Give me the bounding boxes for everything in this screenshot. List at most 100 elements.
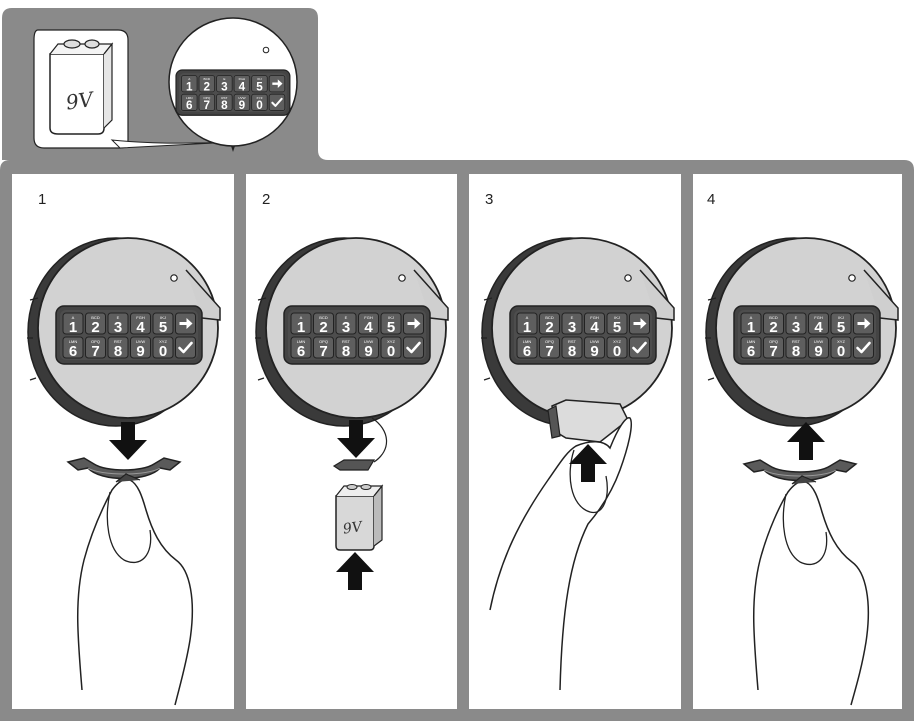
keypad-key-3[interactable]: E3 — [786, 313, 806, 336]
keypad-key-number: 7 — [545, 343, 553, 360]
confirm-key[interactable] — [854, 337, 874, 358]
keypad-key-number: 9 — [136, 343, 144, 360]
step-number-4: 4 — [707, 191, 715, 208]
keypad-key-number: 0 — [613, 343, 621, 360]
battery-9v: 9V — [336, 485, 382, 551]
keypad-key-number: 9 — [814, 343, 822, 360]
keypad-key-number: 6 — [297, 343, 305, 360]
keypad-key-number: 5 — [159, 319, 167, 336]
keypad-key-number: 5 — [387, 319, 395, 336]
keypad-key-1[interactable]: A1 — [517, 313, 537, 336]
lock-keypad: A1BCD2E3FGH4IKJ5LMN6OPQ7RST8UVW9XYZ0 — [510, 306, 656, 364]
inset-keypad: A1BCD2E3FGH4IKJ5LMN6OPQ7RST8UVW9XYZ0 — [176, 70, 290, 115]
keypad-key-number: 7 — [204, 99, 211, 112]
keypad-key-number: 6 — [747, 343, 755, 360]
keypad-key-1[interactable]: A1 — [181, 75, 197, 93]
lock-keypad: A1BCD2E3FGH4IKJ5LMN6OPQ7RST8UVW9XYZ0 — [56, 306, 202, 364]
confirm-key[interactable] — [404, 337, 424, 358]
confirm-key[interactable] — [176, 337, 196, 358]
keypad-key-number: 3 — [114, 319, 122, 336]
keypad-key-number: 3 — [792, 319, 800, 336]
battery-9v-illustration: 9V — [50, 40, 112, 134]
keypad-key-1[interactable]: A1 — [63, 313, 83, 336]
confirm-key[interactable] — [630, 337, 650, 358]
keypad-key-1[interactable]: A1 — [291, 313, 311, 336]
keypad-key-number: 1 — [69, 319, 77, 336]
enter-key[interactable] — [269, 75, 285, 91]
confirm-key[interactable] — [269, 94, 285, 110]
keypad-key-number: 4 — [136, 319, 145, 336]
enter-key[interactable] — [176, 313, 196, 334]
keypad-key-number: 8 — [114, 343, 122, 360]
keypad-key-3[interactable]: E3 — [108, 313, 128, 336]
keypad-key-number: 2 — [204, 80, 211, 93]
keypad-key-number: 4 — [814, 319, 823, 336]
keypad-key-number: 1 — [186, 80, 193, 93]
enter-key[interactable] — [854, 313, 874, 334]
keypad-key-3[interactable]: E3 — [562, 313, 582, 336]
enter-key[interactable] — [630, 313, 650, 334]
step-number-3: 3 — [485, 191, 493, 208]
keypad-key-number: 7 — [769, 343, 777, 360]
keypad-key-3[interactable]: E3 — [217, 75, 233, 93]
keypad-key-number: 6 — [186, 99, 193, 112]
keypad-key-number: 6 — [69, 343, 77, 360]
keypad-key-number: 4 — [239, 80, 246, 93]
keypad-key-number: 3 — [221, 80, 228, 93]
keypad-key-3[interactable]: E3 — [336, 313, 356, 336]
keypad-key-number: 0 — [837, 343, 845, 360]
keypad-key-number: 1 — [523, 319, 531, 336]
enter-key[interactable] — [404, 313, 424, 334]
keypad-key-1[interactable]: A1 — [741, 313, 761, 336]
keypad-key-number: 3 — [342, 319, 350, 336]
keypad-key-number: 8 — [568, 343, 576, 360]
keypad-key-number: 4 — [364, 319, 373, 336]
keypad-key-number: 6 — [523, 343, 531, 360]
keypad-key-number: 5 — [613, 319, 621, 336]
step-number-2: 2 — [262, 191, 270, 208]
step-number-1: 1 — [38, 191, 46, 208]
keypad-key-number: 5 — [256, 80, 263, 93]
keypad-key-number: 8 — [792, 343, 800, 360]
